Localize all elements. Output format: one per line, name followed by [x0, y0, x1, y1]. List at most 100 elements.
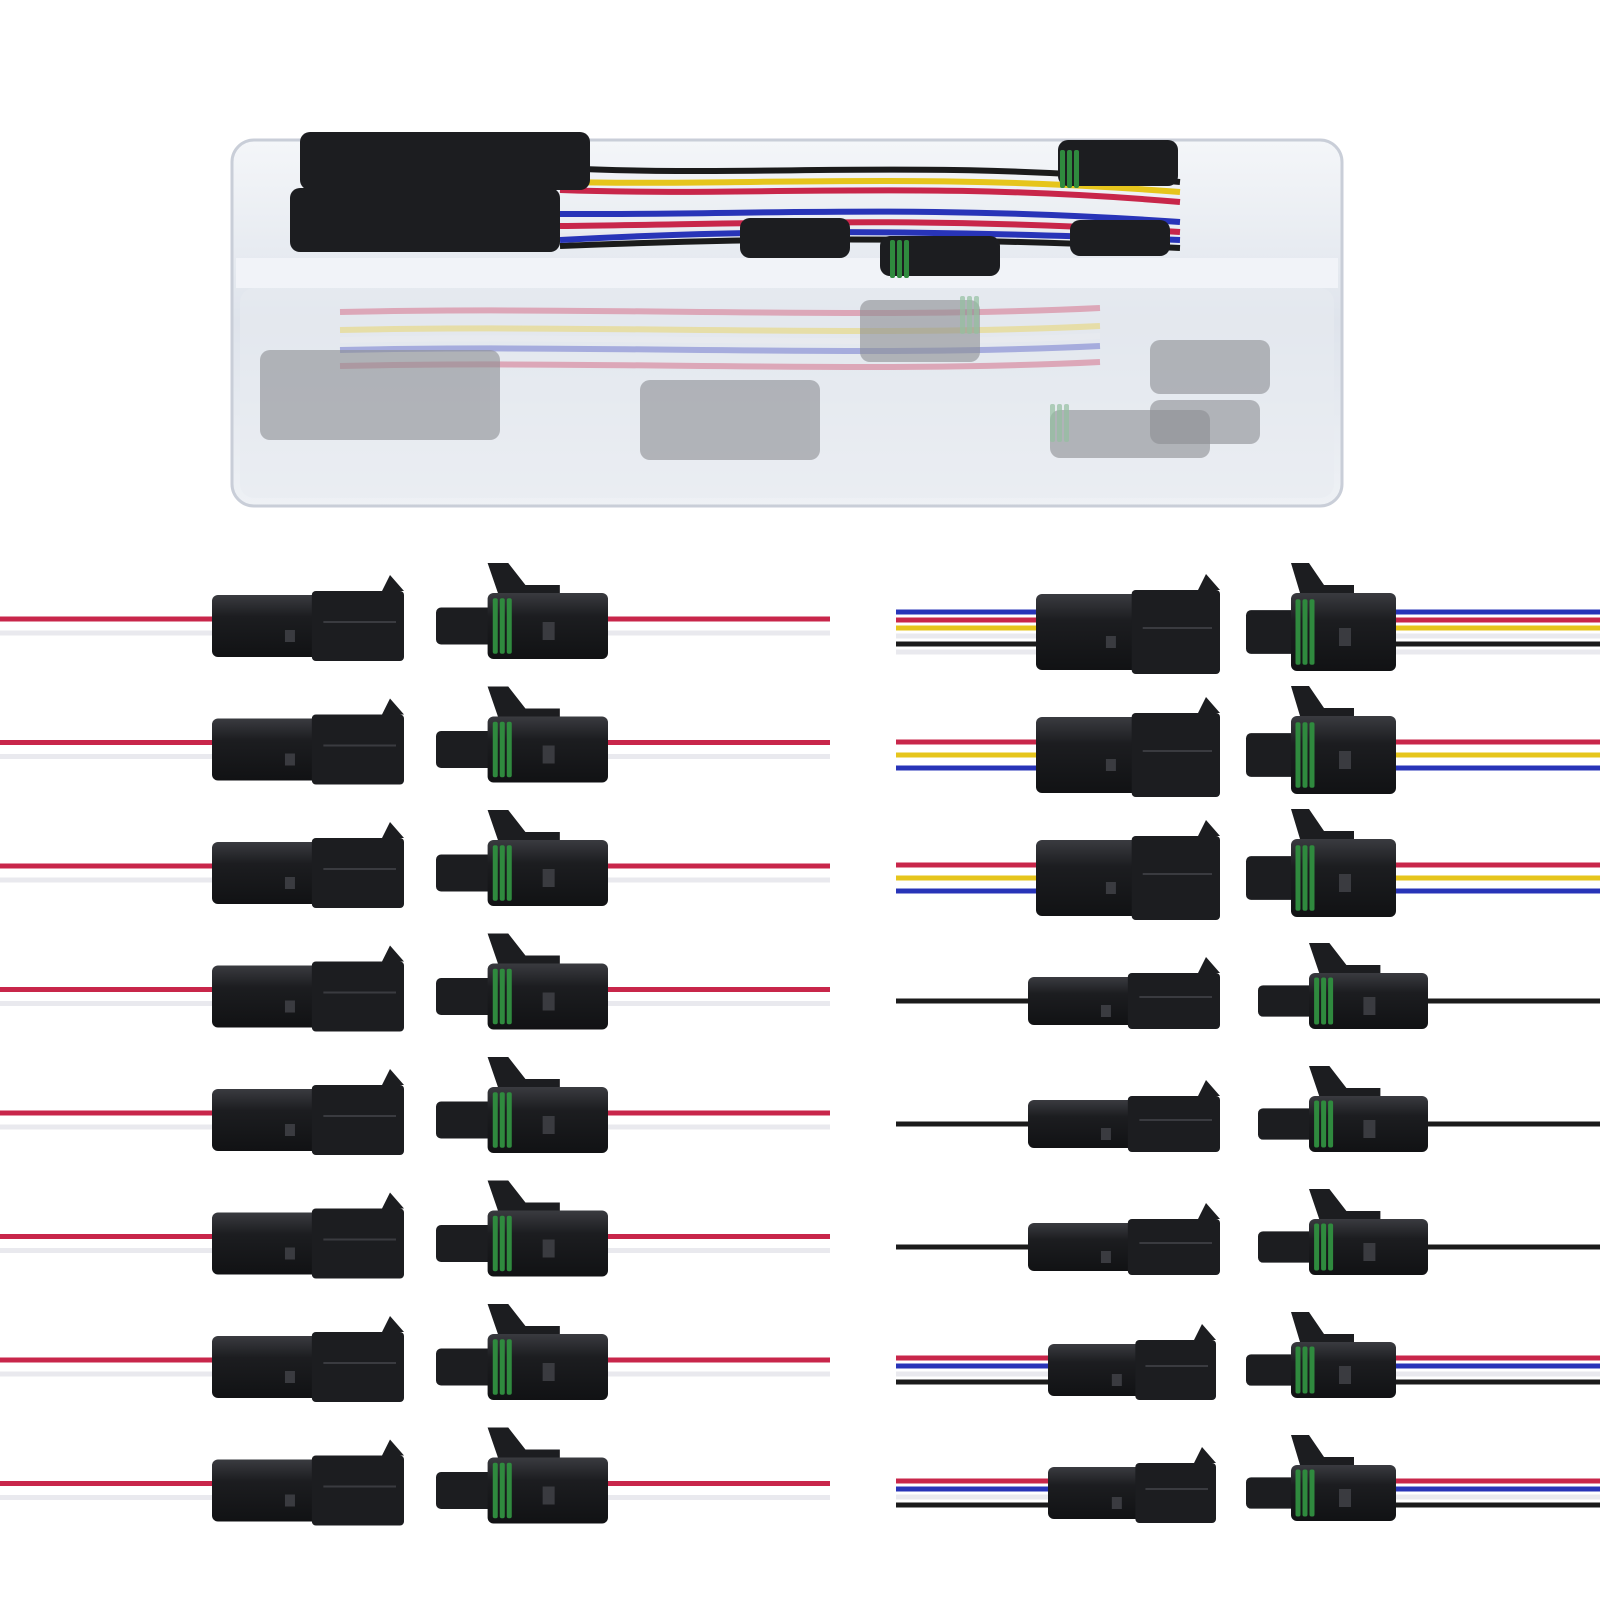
green-seal-ring [1295, 845, 1301, 911]
bundled-wire-red [559, 187, 1181, 205]
latch-arm [1291, 1312, 1354, 1342]
female-connector-nose [436, 1101, 495, 1139]
latch-arm [487, 933, 560, 964]
lock-window [284, 753, 295, 766]
connector-pair-row [0, 563, 830, 661]
green-seal-ring [506, 1462, 512, 1519]
male-connector-shroud [311, 1085, 404, 1155]
female-connector-nose [1246, 1354, 1297, 1386]
latch-tab [382, 1069, 404, 1085]
lock-window [542, 1363, 555, 1381]
boxed-connector [1070, 220, 1170, 256]
female-connector-nose [436, 1348, 495, 1386]
lock-window [1111, 1374, 1122, 1386]
lock-window [1363, 1243, 1376, 1261]
boxed-connector [740, 218, 850, 258]
green-seal-ring [1328, 1223, 1334, 1271]
lock-window [1363, 1120, 1376, 1138]
female-connector-nose [436, 978, 495, 1015]
boxed-seal-ring [897, 240, 902, 278]
male-connector-shroud [311, 1455, 404, 1526]
bundled-wire-blue [559, 208, 1181, 225]
green-seal-ring [1309, 722, 1315, 788]
green-seal-ring [492, 721, 498, 778]
female-connector-nose [1246, 856, 1297, 900]
green-seal-ring [1295, 599, 1301, 665]
lock-window [284, 877, 295, 889]
latch-tab [382, 1192, 404, 1209]
lock-window [284, 630, 295, 642]
green-seal-ring [1314, 977, 1320, 1025]
male-connector-shroud [1131, 713, 1220, 797]
connector-pair-row-1-pin [896, 1189, 1600, 1275]
left-connector-column [0, 563, 830, 1526]
green-seal-ring [1321, 977, 1327, 1025]
latch-tab [382, 575, 404, 591]
latch-arm [1309, 1189, 1381, 1219]
green-seal-ring [499, 1215, 505, 1272]
male-connector-shroud [311, 1332, 404, 1402]
green-seal-ring [506, 845, 512, 901]
green-seal-ring [492, 598, 498, 654]
latch-tab [382, 1316, 404, 1332]
connector-pair-row [0, 1057, 830, 1155]
lock-window [1339, 874, 1351, 892]
box-front-haze [240, 288, 1334, 498]
latch-arm [1309, 943, 1381, 973]
male-connector-shroud [311, 838, 404, 908]
latch-tab [1198, 957, 1220, 973]
male-connector-shroud [311, 961, 404, 1032]
female-connector-nose [436, 854, 495, 892]
green-seal-ring [1321, 1100, 1327, 1148]
latch-arm [487, 1304, 560, 1334]
storage-box [230, 132, 1344, 508]
connector-pair-row [0, 1304, 830, 1402]
lock-window [1105, 636, 1116, 648]
green-seal-ring [1295, 722, 1301, 788]
green-seal-ring [1314, 1223, 1320, 1271]
latch-tab [1194, 1447, 1216, 1463]
lock-window [1105, 759, 1116, 771]
lock-window [284, 1371, 295, 1383]
male-connector-shroud [1135, 1340, 1216, 1400]
latch-tab [1198, 574, 1220, 590]
green-seal-ring [499, 845, 505, 901]
latch-tab [382, 698, 404, 715]
lock-window [1100, 1005, 1111, 1017]
green-seal-ring [499, 1092, 505, 1148]
lock-window [542, 622, 555, 640]
male-connector-shroud [311, 714, 404, 785]
green-seal-ring [1328, 977, 1334, 1025]
lock-window [1339, 1489, 1351, 1507]
green-seal-ring [506, 598, 512, 654]
boxed-seal-ring [1067, 150, 1072, 188]
green-seal-ring [1309, 1346, 1315, 1394]
box-rim [236, 258, 1338, 288]
green-seal-ring [506, 1215, 512, 1272]
male-connector-shroud [1131, 590, 1220, 674]
connector-pair-row-3-pin [896, 686, 1600, 797]
lock-window [1339, 1366, 1351, 1384]
connector-pair-row [0, 686, 830, 785]
boxed-seal-ring [904, 240, 909, 278]
male-connector-shroud [1131, 836, 1220, 920]
female-connector-nose [436, 731, 495, 768]
connector-pair-row [0, 810, 830, 908]
connector-pair-row-1-pin [896, 943, 1600, 1029]
male-connector-shroud [1127, 1096, 1220, 1152]
lock-window [542, 1239, 555, 1258]
male-connector-shroud [311, 1208, 404, 1279]
connector-pair-row [0, 933, 830, 1032]
green-seal-ring [1295, 1469, 1301, 1517]
green-seal-ring [492, 1462, 498, 1519]
green-seal-ring [492, 968, 498, 1025]
latch-tab [382, 822, 404, 838]
lock-window [542, 992, 555, 1011]
female-connector-nose [1258, 1108, 1316, 1140]
right-connector-column [896, 563, 1600, 1523]
lock-window [1100, 1128, 1111, 1140]
connector-pair-row [0, 1180, 830, 1279]
green-seal-ring [506, 1339, 512, 1395]
connector-pair-row-3-pin [896, 809, 1600, 920]
